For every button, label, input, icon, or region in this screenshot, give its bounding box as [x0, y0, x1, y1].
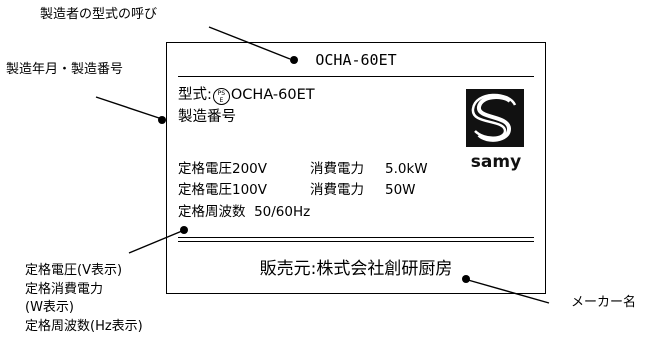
- plate-spec-power-value: 50W: [385, 182, 416, 198]
- leader-dot-rating: [180, 226, 188, 234]
- leader-line-model: [208, 26, 291, 60]
- annotation-rated-frequency: 定格周波数(Hz表示): [25, 318, 143, 334]
- leader-line-rating: [128, 230, 183, 254]
- plate-spec-row: 定格電圧200V 消費電力 5.0kW: [178, 160, 428, 178]
- plate-spec-power-label: 消費電力: [310, 161, 364, 177]
- plate-spec-power-value: 5.0kW: [385, 161, 428, 177]
- samy-logo-icon: samy: [466, 89, 524, 172]
- plate-footer-rule-bottom: [178, 241, 534, 242]
- annotation-model-designation: 製造者の型式の呼び: [40, 7, 158, 22]
- plate-frequency: 定格周波数 50/60Hz: [178, 204, 311, 220]
- annotation-rated-voltage: 定格電圧(V表示): [25, 263, 123, 278]
- plate-spec-voltage: 定格電圧100V: [178, 182, 268, 198]
- plate-type-label: 型式:: [178, 87, 212, 103]
- annotation-rated-power-unit: (W表示): [25, 300, 74, 315]
- annotation-manufacture-date-serial: 製造年月・製造番号: [6, 62, 124, 77]
- annotation-rating-block: 定格電圧(V表示) 定格消費電力 (W表示) 定格周波数(Hz表示): [25, 262, 143, 336]
- annotation-rated-power: 定格消費電力: [25, 281, 104, 297]
- plate-model-header: OCHA-60ET: [315, 51, 397, 69]
- leader-dot-maker: [462, 275, 470, 283]
- leader-dot-model: [290, 56, 298, 64]
- plate-type-value: OCHA-60ET: [230, 87, 315, 103]
- annotation-maker-name: メーカー名: [571, 295, 637, 310]
- plate-spec-voltage: 定格電圧200V: [178, 161, 268, 177]
- plate-footer-rule-top: [178, 237, 534, 238]
- plate-spec-power-label: 消費電力: [310, 182, 364, 198]
- plate-header-rule: [178, 76, 534, 77]
- leader-line-maker: [467, 279, 550, 304]
- plate-serial-label: 製造番号: [178, 109, 236, 125]
- leader-line-serial: [95, 96, 160, 119]
- svg-text:samy: samy: [471, 152, 521, 172]
- leader-dot-serial: [158, 116, 166, 124]
- plate-spec-row: 定格電圧100V 消費電力 50W: [178, 181, 416, 199]
- plate-seller: 販売元:株式会社創研厨房: [259, 259, 453, 279]
